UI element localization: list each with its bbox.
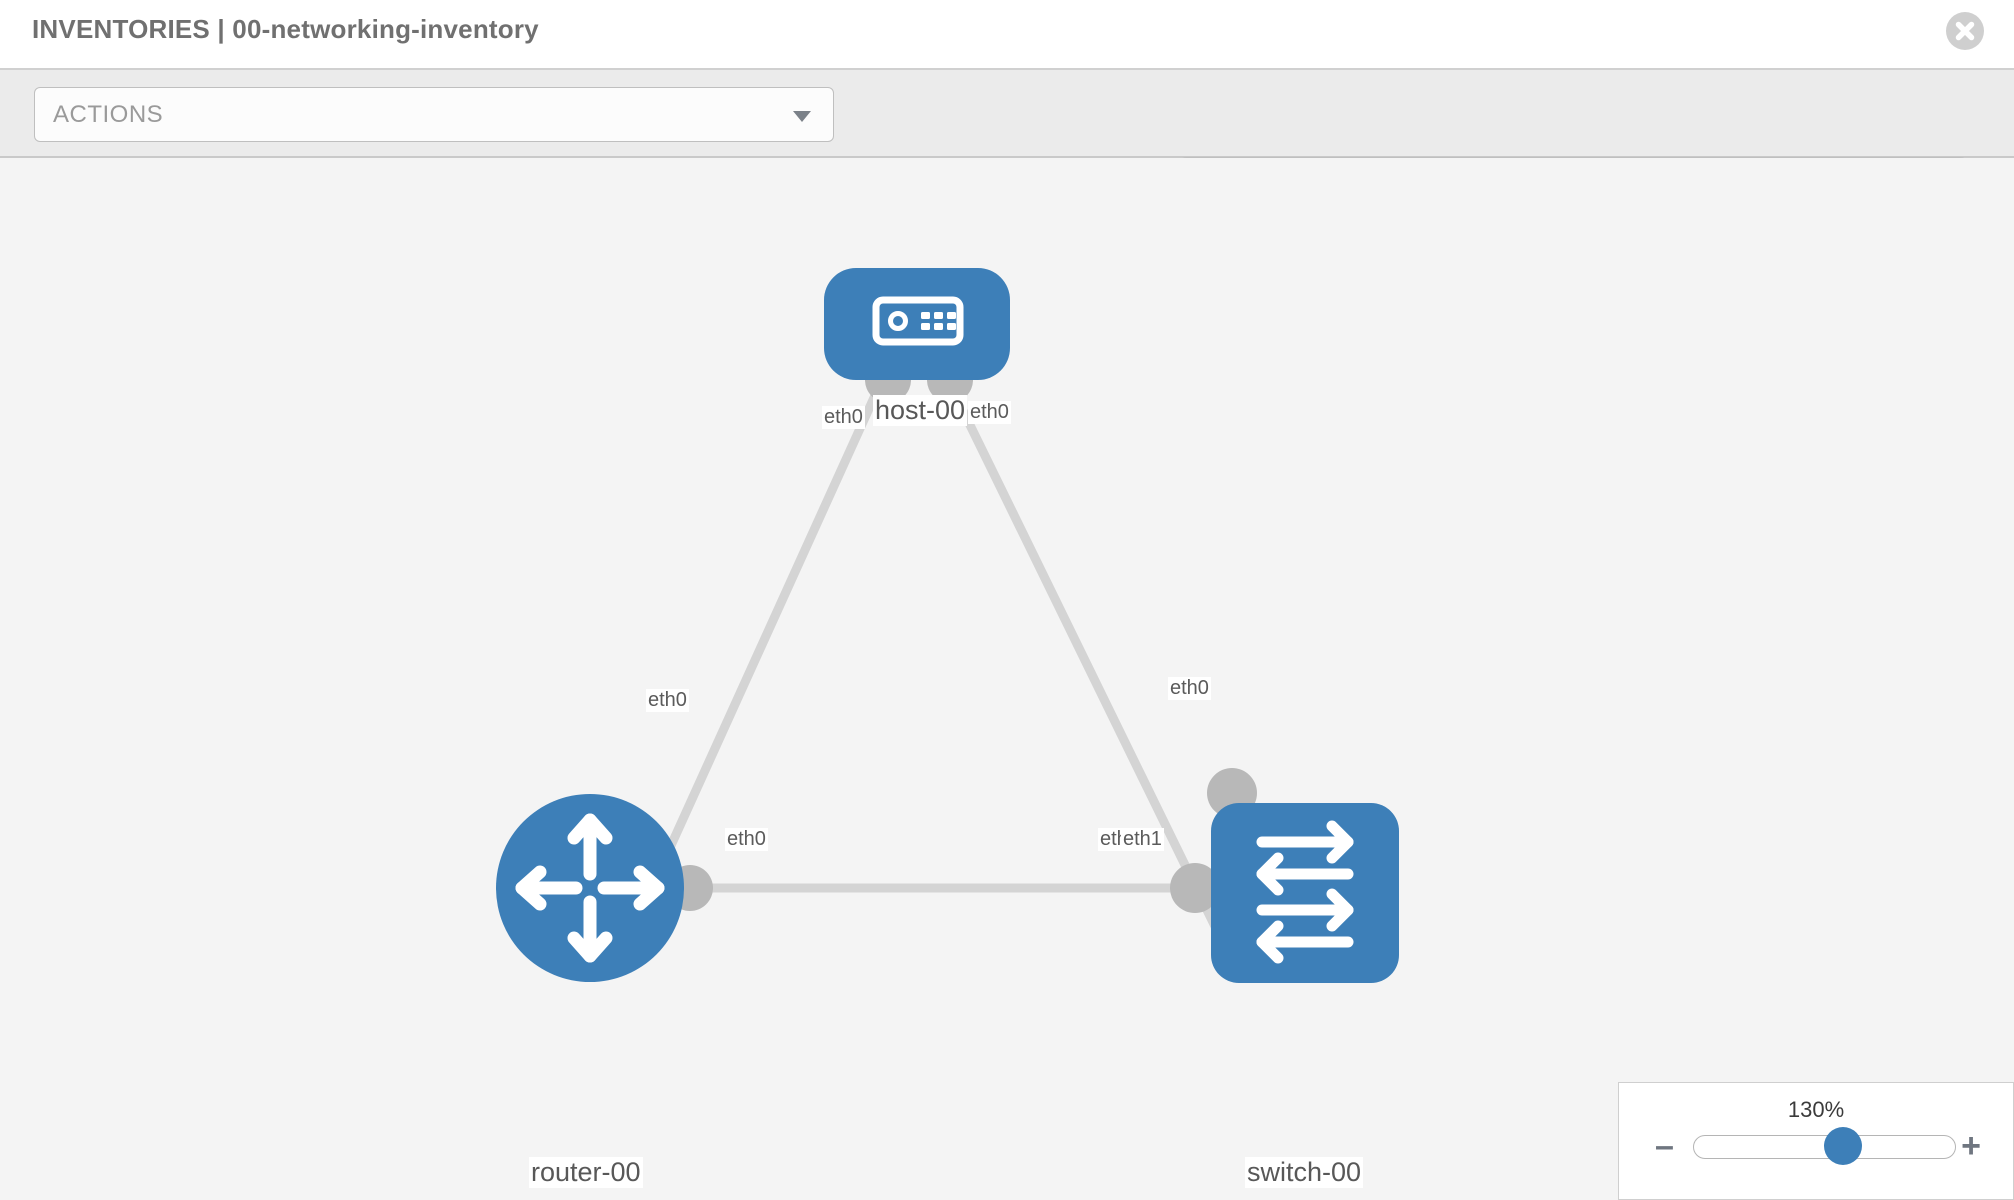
zoom-in-button[interactable]: + bbox=[1961, 1127, 1981, 1165]
edge-label-router-up-eth0: eth0 bbox=[646, 689, 689, 712]
port-switch-left[interactable] bbox=[1170, 863, 1220, 913]
server-icon bbox=[872, 296, 964, 346]
switch-arrows-icon bbox=[1256, 820, 1354, 964]
zoom-level-value: 130% bbox=[1787, 1097, 1845, 1122]
page-title: INVENTORIES | 00-networking-inventory bbox=[32, 14, 539, 44]
edge-label-switch-left-eth1: eth1 bbox=[1121, 828, 1164, 851]
edge-label-host-right-eth0: eth0 bbox=[968, 401, 1011, 424]
node-label-switch-00: switch-00 bbox=[1245, 1157, 1364, 1188]
edge-label-router-right-eth0: eth0 bbox=[725, 828, 768, 851]
router-arrows-icon bbox=[515, 813, 665, 963]
actions-dropdown-label: ACTIONS bbox=[53, 101, 164, 128]
actions-dropdown[interactable]: ACTIONS bbox=[34, 87, 834, 142]
topology-canvas[interactable]: host-00 eth0 eth0 eth0 eth0 eth0 eth eth… bbox=[0, 158, 2014, 1200]
zoom-slider-track[interactable] bbox=[1693, 1135, 1956, 1159]
chevron-down-icon bbox=[793, 111, 811, 122]
close-icon[interactable] bbox=[1946, 12, 1984, 50]
zoom-slider-thumb[interactable] bbox=[1823, 1127, 1862, 1165]
node-host-00[interactable] bbox=[824, 268, 1010, 380]
node-switch-00[interactable] bbox=[1211, 803, 1399, 983]
zoom-control-panel: 130% – + bbox=[1618, 1082, 2014, 1200]
toolbar: ACTIONS SEARCH bbox=[0, 70, 2014, 212]
node-label-router-00: router-00 bbox=[529, 1157, 643, 1188]
edge-label-host-left-eth0: eth0 bbox=[822, 406, 865, 429]
node-label-host-00: host-00 bbox=[873, 395, 968, 426]
zoom-out-button[interactable]: – bbox=[1655, 1127, 1674, 1165]
topology-graph bbox=[496, 268, 1399, 983]
page-header: INVENTORIES | 00-networking-inventory bbox=[0, 0, 2014, 70]
edge-label-switch-up-eth0: eth0 bbox=[1168, 677, 1211, 700]
node-router-00[interactable] bbox=[496, 794, 684, 982]
edge-host-switch bbox=[943, 375, 1233, 958]
